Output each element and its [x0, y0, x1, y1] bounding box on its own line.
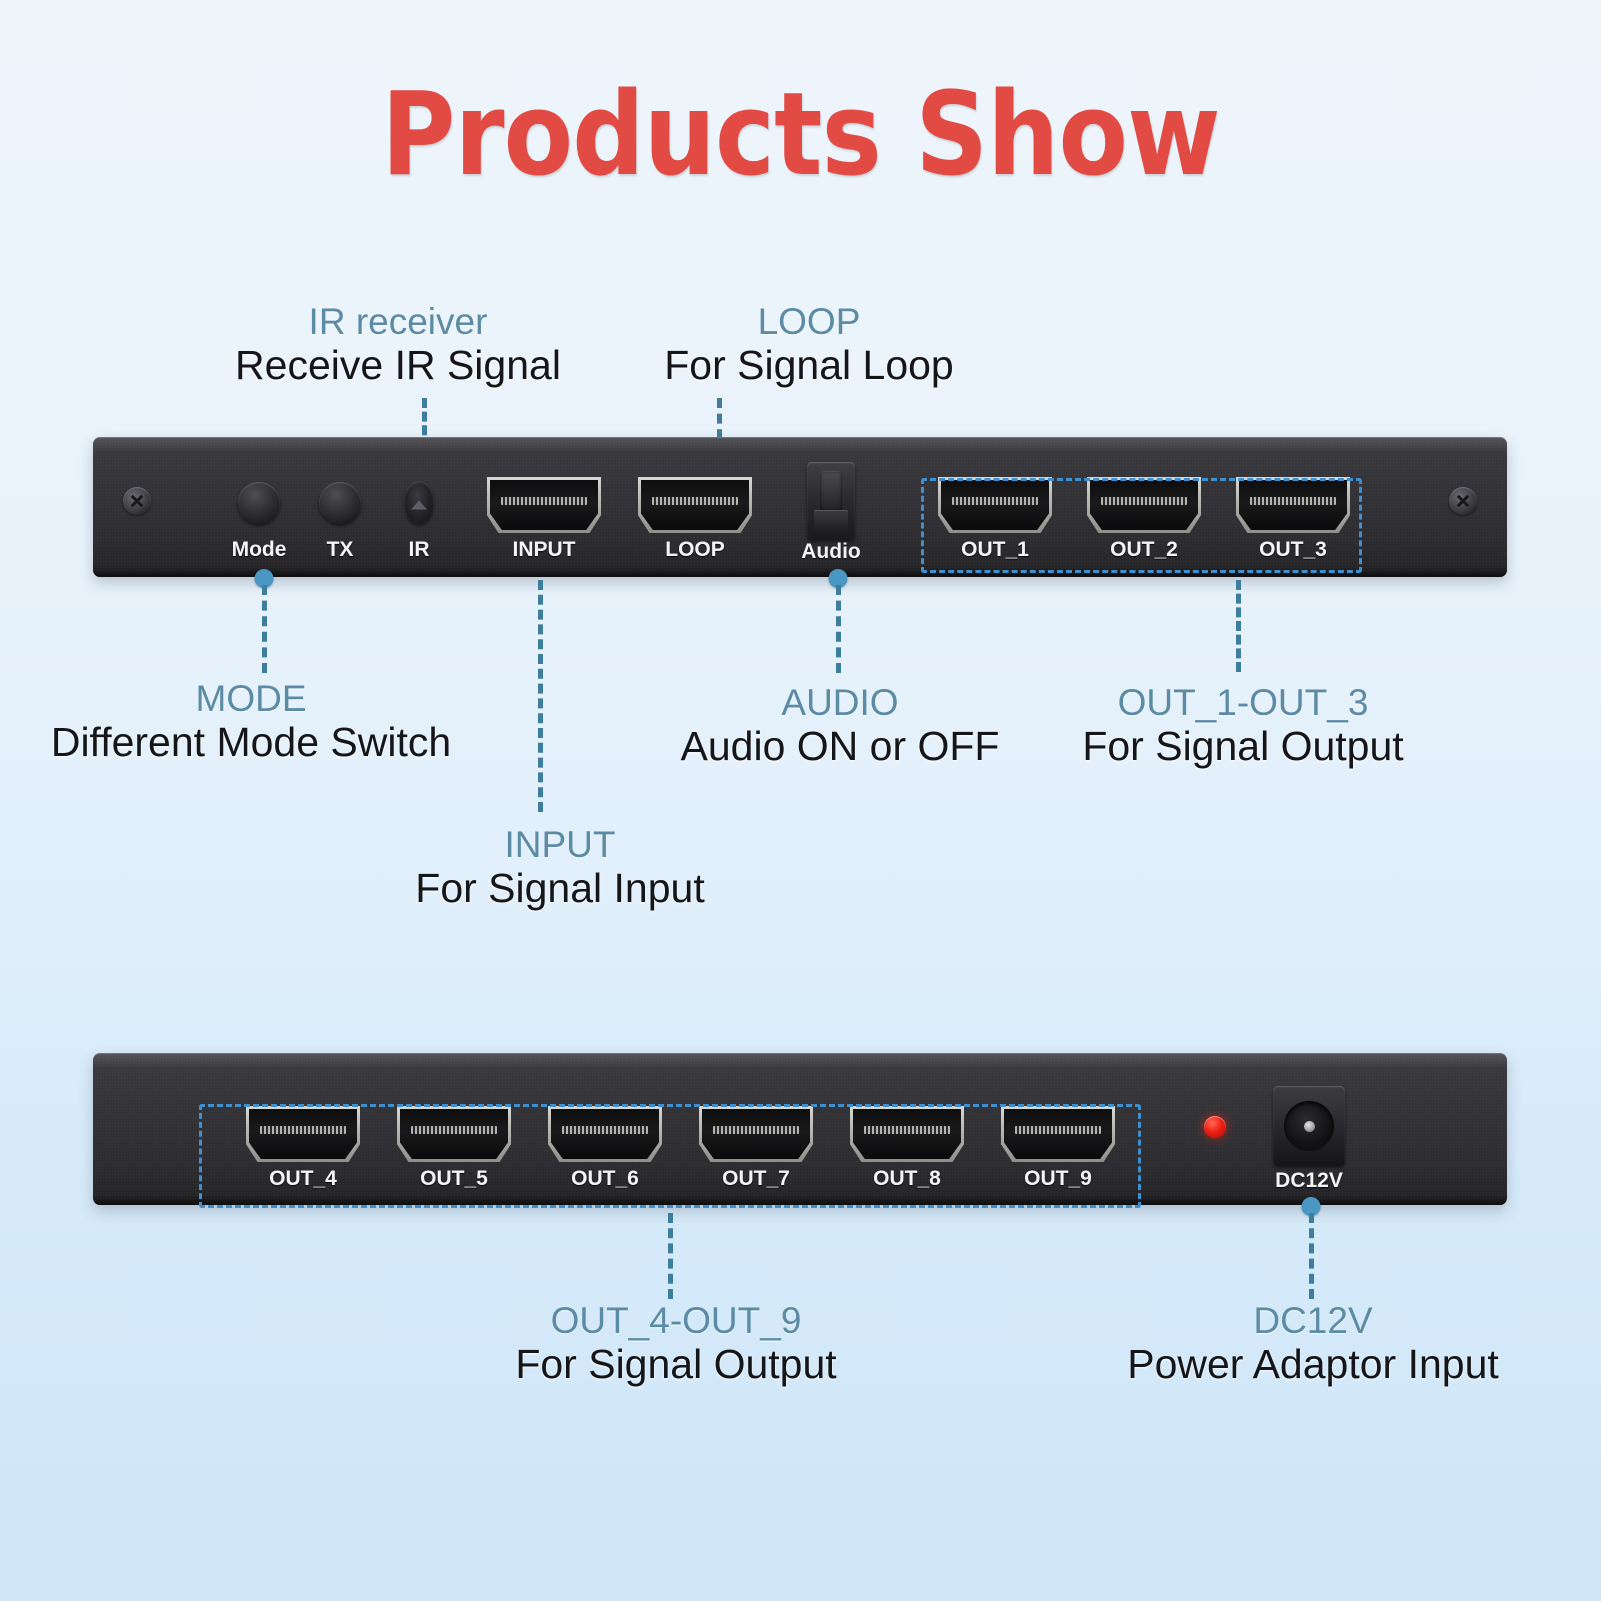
callout-dc12v-desc: Power Adaptor Input: [1127, 1340, 1499, 1387]
port-label-out-4: OUT_4: [269, 1167, 337, 1190]
hdmi-out2-icon[interactable]: [1087, 477, 1201, 533]
callout-audio: AUDIO Audio ON or OFF: [680, 682, 1000, 770]
port-label-ir: IR: [408, 538, 430, 561]
callout-ir-receiver-key: IR receiver: [308, 301, 488, 342]
power-led-icon: [1204, 1116, 1226, 1138]
callout-ir-receiver: IR receiver Receive IR Signal: [235, 301, 561, 389]
device-front-panel: Mode TX IR INPUT LOOP Audio OUT_1 OUT_2 …: [93, 437, 1507, 577]
port-label-input: INPUT: [512, 538, 576, 561]
device-rear-panel: OUT_4 OUT_5 OUT_6 OUT_7 OUT_8 OUT_9 DC12…: [93, 1053, 1507, 1205]
hdmi-input-icon[interactable]: [487, 477, 601, 533]
port-label-tx: TX: [326, 538, 354, 561]
callout-mode-key: MODE: [195, 678, 307, 719]
port-mode[interactable]: Mode: [232, 482, 286, 561]
hdmi-out4-icon[interactable]: [246, 1106, 360, 1162]
port-label-loop: LOOP: [665, 538, 725, 561]
leader-dot-audio: [828, 569, 848, 588]
port-out-8[interactable]: OUT_8: [850, 1106, 964, 1190]
port-label-dc12v: DC12V: [1275, 1169, 1343, 1192]
callout-out-4-9-key: OUT_4-OUT_9: [550, 1300, 802, 1341]
callout-out-4-9: OUT_4-OUT_9 For Signal Output: [515, 1300, 837, 1388]
port-label-audio: Audio: [801, 540, 861, 563]
hdmi-out1-icon[interactable]: [938, 477, 1052, 533]
leader-dot-mode: [254, 569, 274, 588]
port-label-out-9: OUT_9: [1024, 1167, 1092, 1190]
port-loop[interactable]: LOOP: [638, 477, 752, 561]
mode-button-icon[interactable]: [238, 482, 280, 524]
leader-line-mode: [262, 585, 267, 673]
screw-left-icon: [123, 487, 151, 515]
port-out-2[interactable]: OUT_2: [1087, 477, 1201, 561]
port-label-out-7: OUT_7: [722, 1167, 790, 1190]
port-out-1[interactable]: OUT_1: [938, 477, 1052, 561]
port-out-4[interactable]: OUT_4: [246, 1106, 360, 1190]
ir-sensor-icon: [404, 481, 434, 525]
port-label-out-2: OUT_2: [1110, 538, 1178, 561]
port-input[interactable]: INPUT: [487, 477, 601, 561]
callout-input: INPUT For Signal Input: [415, 824, 705, 912]
hdmi-out9-icon[interactable]: [1001, 1106, 1115, 1162]
leader-dot-dc12v: [1301, 1197, 1321, 1216]
port-out-3[interactable]: OUT_3: [1236, 477, 1350, 561]
callout-loop: LOOP For Signal Loop: [664, 301, 954, 389]
port-audio[interactable]: Audio: [801, 462, 861, 563]
optical-audio-icon[interactable]: [807, 462, 855, 540]
callout-mode-desc: Different Mode Switch: [50, 718, 452, 765]
leader-line-input: [538, 580, 543, 812]
port-tx[interactable]: TX: [319, 482, 361, 561]
port-out-7[interactable]: OUT_7: [699, 1106, 813, 1190]
port-label-out-6: OUT_6: [571, 1167, 639, 1190]
leader-line-audio: [836, 585, 841, 673]
hdmi-out7-icon[interactable]: [699, 1106, 813, 1162]
hdmi-loop-icon[interactable]: [638, 477, 752, 533]
leader-line-out-4-9: [668, 1213, 673, 1299]
hdmi-out5-icon[interactable]: [397, 1106, 511, 1162]
port-ir: IR: [404, 481, 434, 561]
callout-out-1-3-key: OUT_1-OUT_3: [1117, 682, 1369, 723]
callout-dc12v-key: DC12V: [1253, 1300, 1373, 1341]
port-dc12v[interactable]: DC12V: [1273, 1086, 1345, 1192]
port-out-5[interactable]: OUT_5: [397, 1106, 511, 1190]
hdmi-out6-icon[interactable]: [548, 1106, 662, 1162]
port-label-out-3: OUT_3: [1259, 538, 1327, 561]
callout-out-1-3: OUT_1-OUT_3 For Signal Output: [1082, 682, 1404, 770]
callout-loop-desc: For Signal Loop: [664, 341, 954, 388]
dc-jack-icon[interactable]: [1273, 1086, 1345, 1166]
port-out-9[interactable]: OUT_9: [1001, 1106, 1115, 1190]
port-label-out-8: OUT_8: [873, 1167, 941, 1190]
callout-ir-receiver-desc: Receive IR Signal: [235, 341, 561, 388]
callout-audio-key: AUDIO: [781, 682, 899, 723]
port-label-out-1: OUT_1: [961, 538, 1029, 561]
callout-out-1-3-desc: For Signal Output: [1082, 722, 1404, 769]
callout-audio-desc: Audio ON or OFF: [680, 722, 1000, 769]
callout-input-key: INPUT: [504, 824, 616, 865]
power-led-indicator: [1204, 1116, 1226, 1138]
leader-line-dc12v: [1309, 1213, 1314, 1299]
page-title: Products Show: [381, 68, 1220, 202]
hdmi-out3-icon[interactable]: [1236, 477, 1350, 533]
port-label-mode: Mode: [231, 538, 287, 561]
callout-input-desc: For Signal Input: [415, 864, 705, 911]
callout-dc12v: DC12V Power Adaptor Input: [1127, 1300, 1499, 1388]
leader-line-out-1-3: [1236, 580, 1241, 672]
callout-loop-key: LOOP: [757, 301, 861, 342]
tx-button-icon[interactable]: [319, 482, 361, 524]
screw-right-icon: [1449, 487, 1477, 515]
callout-mode: MODE Different Mode Switch: [50, 678, 452, 766]
port-label-out-5: OUT_5: [420, 1167, 488, 1190]
port-out-6[interactable]: OUT_6: [548, 1106, 662, 1190]
hdmi-out8-icon[interactable]: [850, 1106, 964, 1162]
callout-out-4-9-desc: For Signal Output: [515, 1340, 837, 1387]
